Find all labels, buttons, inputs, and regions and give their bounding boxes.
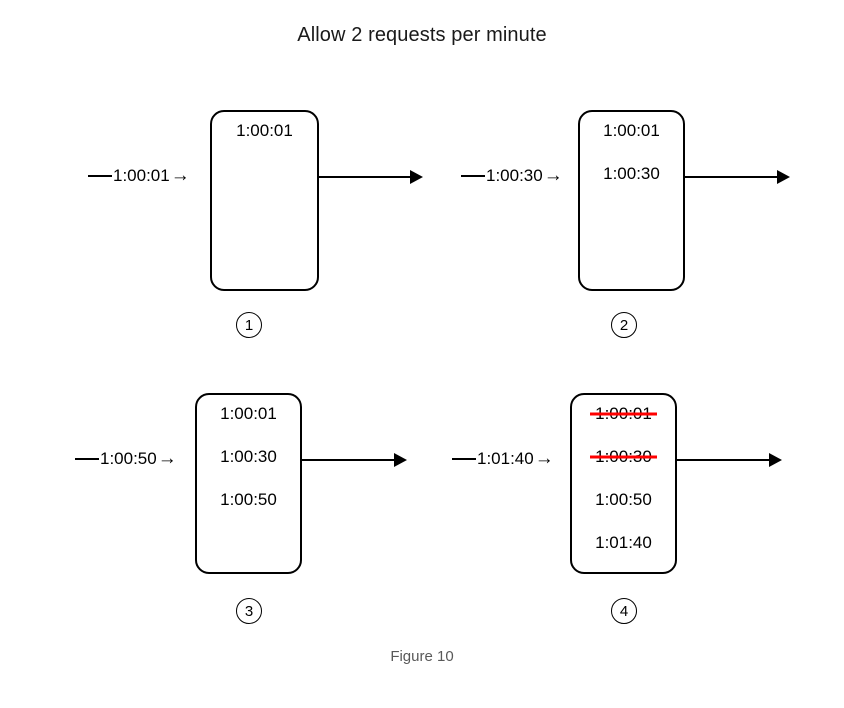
incoming-arrow-4: 1:01:40 → (452, 449, 554, 468)
queue-entry-expired: 1:00:30 (590, 448, 657, 465)
step-badge-2: 2 (611, 312, 637, 338)
queue-entries-2: 1:00:01 1:00:30 (580, 112, 683, 208)
request-queue-box-3: 1:00:01 1:00:30 1:00:50 (195, 393, 302, 574)
queue-entry-expired: 1:00:01 (590, 405, 657, 422)
strikethrough-icon (590, 412, 657, 415)
outgoing-arrow-4 (677, 453, 782, 467)
queue-entries-4: 1:00:01 1:00:30 1:00:50 1:01:40 (572, 395, 675, 577)
incoming-request-label-3: 1:00:50 (100, 449, 157, 468)
queue-entries-1: 1:00:01 (212, 112, 317, 165)
step-badge-3: 3 (236, 598, 262, 624)
outgoing-arrow-3 (302, 453, 407, 467)
arrow-shaft-icon (452, 457, 476, 460)
incoming-arrow-3: 1:00:50 → (75, 449, 177, 468)
queue-entry: 1:00:50 (220, 490, 277, 509)
request-queue-box-2: 1:00:01 1:00:30 (578, 110, 685, 291)
queue-entry: 1:00:30 (603, 164, 660, 183)
queue-entry: 1:00:50 (595, 490, 652, 509)
incoming-arrow-1: 1:00:01 → (88, 166, 190, 185)
queue-entry: 1:00:01 (236, 121, 293, 140)
queue-entry: 1:00:01 (220, 404, 277, 423)
arrowhead-icon: → (170, 165, 190, 186)
arrow-shaft-icon (461, 174, 485, 177)
arrowhead-icon: → (543, 165, 563, 186)
outgoing-arrow-1 (318, 170, 423, 184)
incoming-request-label-2: 1:00:30 (486, 166, 543, 185)
arrow-shaft-icon (88, 174, 112, 177)
queue-entry: 1:00:30 (220, 447, 277, 466)
figure-caption: Figure 10 (390, 648, 454, 665)
queue-entry: 1:01:40 (595, 533, 652, 552)
request-queue-box-1: 1:00:01 (210, 110, 319, 291)
strikethrough-icon (590, 455, 657, 458)
request-queue-box-4: 1:00:01 1:00:30 1:00:50 1:01:40 (570, 393, 677, 574)
outgoing-arrow-2 (685, 170, 790, 184)
step-badge-1: 1 (236, 312, 262, 338)
arrowhead-icon: → (157, 448, 177, 469)
queue-entries-3: 1:00:01 1:00:30 1:00:50 (197, 395, 300, 534)
arrow-shaft-icon (75, 457, 99, 460)
incoming-request-label-4: 1:01:40 (477, 449, 534, 468)
step-badge-4: 4 (611, 598, 637, 624)
queue-entry: 1:00:01 (603, 121, 660, 140)
incoming-request-label-1: 1:00:01 (113, 166, 170, 185)
arrowhead-icon: → (534, 448, 554, 469)
figure-title: Allow 2 requests per minute (297, 24, 547, 46)
incoming-arrow-2: 1:00:30 → (461, 166, 563, 185)
